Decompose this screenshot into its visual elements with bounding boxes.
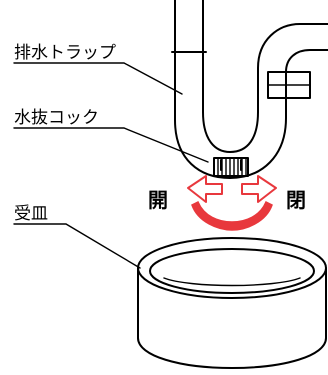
receiving-tray: [137, 237, 327, 369]
label-tray: 受皿: [14, 204, 48, 224]
leader-lines: [13, 62, 209, 269]
rotation-arrows-icon: [187, 175, 277, 231]
label-open: 開: [148, 188, 168, 212]
knurling: [217, 158, 247, 176]
drain-trap: [171, 0, 328, 179]
label-drain-trap: 排水トラップ: [14, 43, 116, 63]
label-drain-cock: 水抜コック: [14, 108, 99, 128]
label-close: 閉: [286, 188, 306, 212]
